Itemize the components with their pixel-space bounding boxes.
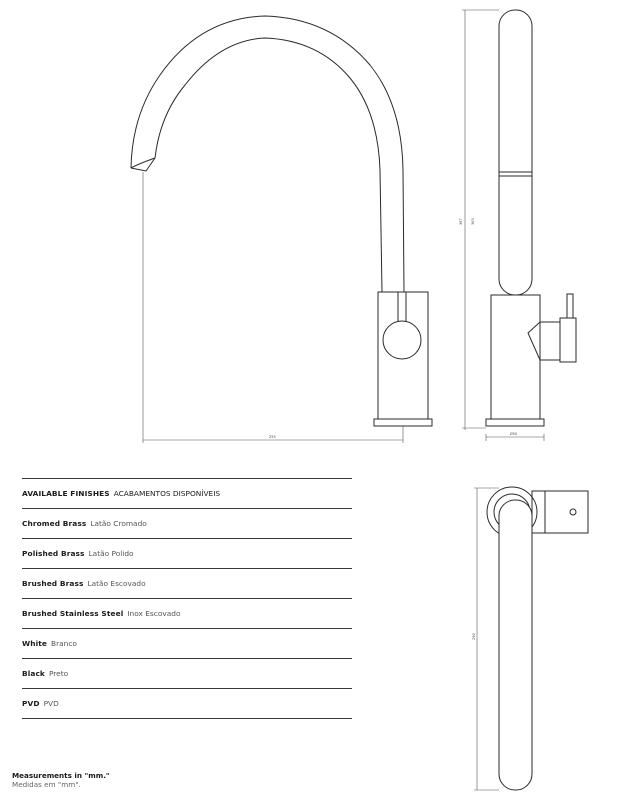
front-view-faucet — [130, 15, 433, 427]
finish-name-en: Black — [22, 669, 45, 678]
finish-row: PVD PVD — [22, 688, 352, 719]
finish-name-en: Polished Brass — [22, 549, 85, 558]
side-view-faucet — [485, 9, 577, 427]
side-height-label: 363 — [471, 218, 475, 225]
finish-name-en: Chromed Brass — [22, 519, 87, 528]
top-view-faucet — [486, 486, 589, 791]
finish-row: Chromed Brass Latão Cromado — [22, 508, 352, 538]
top-dimension-lines — [474, 487, 499, 791]
side-dimension-lines — [462, 9, 545, 441]
finish-name-en: Brushed Brass — [22, 579, 84, 588]
finish-name-pt: Branco — [51, 639, 77, 648]
side-base-label: Ø50 — [510, 431, 517, 436]
finish-name-pt: Latão Polido — [88, 549, 134, 558]
finish-row: Black Preto — [22, 658, 352, 688]
front-height-label: 367 — [459, 218, 463, 225]
finish-row: White Branco — [22, 628, 352, 658]
finishes-table: AVAILABLE FINISHES ACABAMENTOS DISPONÍVE… — [22, 478, 352, 719]
finish-name-en: White — [22, 639, 47, 648]
finishes-header-en: AVAILABLE FINISHES — [22, 489, 110, 498]
front-width-label: 255 — [269, 435, 276, 439]
measurements-note-en: Measurements in "mm." — [12, 771, 110, 780]
front-dimension-lines — [142, 172, 404, 443]
finish-name-pt: Preto — [48, 669, 69, 678]
finish-row: Brushed Stainless Steel Inox Escovado — [22, 598, 352, 628]
finish-row: Polished Brass Latão Polido — [22, 538, 352, 568]
finish-name-en: PVD — [22, 699, 40, 708]
finish-row: Brushed Brass Latão Escovado — [22, 568, 352, 598]
finish-name-pt: PVD — [43, 699, 59, 708]
finish-name-pt: Latão Cromado — [90, 519, 147, 528]
measurements-note: Measurements in "mm." Medidas em "mm". — [12, 771, 110, 789]
finish-name-en: Brushed Stainless Steel — [22, 609, 124, 618]
measurements-note-pt: Medidas em "mm". — [12, 780, 81, 789]
finishes-header-pt: ACABAMENTOS DISPONÍVEIS — [113, 489, 221, 498]
top-length-label: 290 — [472, 633, 476, 640]
finishes-header: AVAILABLE FINISHES ACABAMENTOS DISPONÍVE… — [22, 478, 352, 508]
finish-name-pt: Inox Escovado — [127, 609, 181, 618]
finish-name-pt: Latão Escovado — [87, 579, 146, 588]
